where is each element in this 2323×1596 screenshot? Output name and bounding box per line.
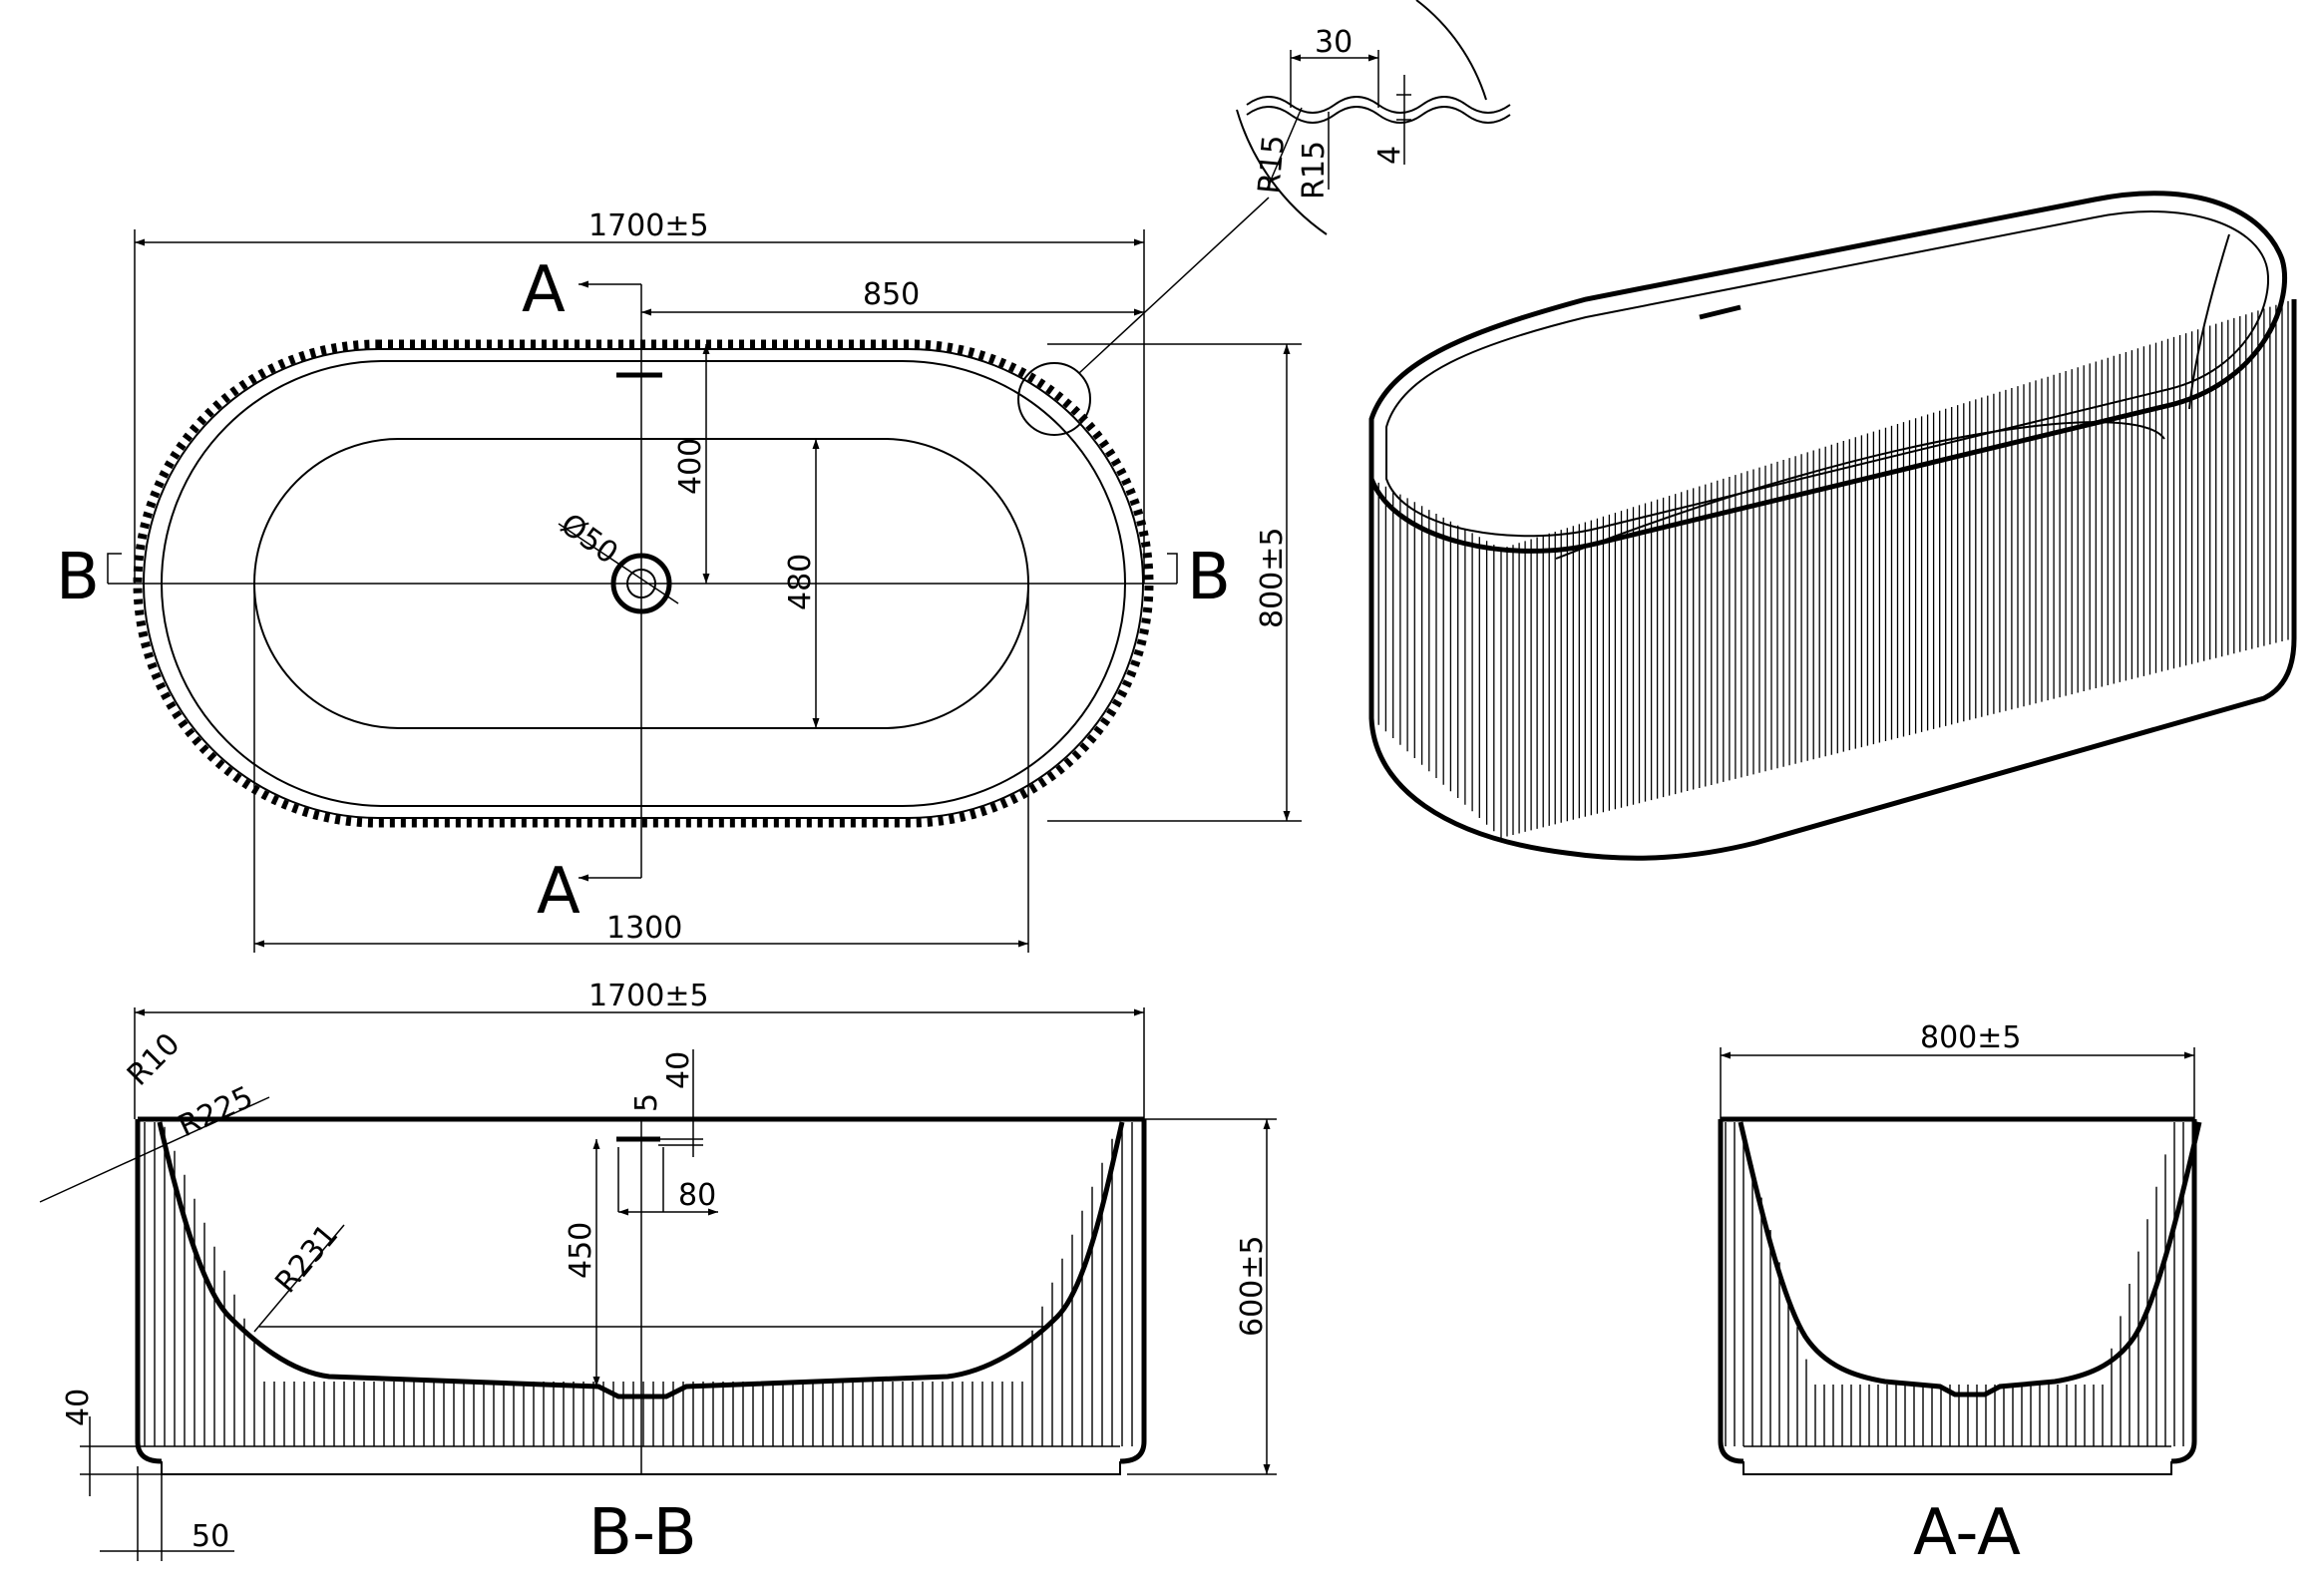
bb-dim-length: 1700±5	[588, 979, 709, 1013]
bb-outer-left	[135, 1119, 163, 1464]
section-mark-b-right: B	[1187, 541, 1231, 614]
aa-inner-profile	[1738, 1121, 2202, 1397]
bb-dim-overflow-gap: 5	[629, 1093, 664, 1112]
drain-inner	[626, 569, 656, 598]
section-bb-title: B-B	[588, 1496, 697, 1570]
bb-dim-base-inset: 50	[192, 1519, 229, 1554]
bb-inner-profile	[157, 1121, 1125, 1399]
section-mark-a-top: A	[522, 253, 566, 327]
outer-rim-scallop	[133, 339, 1154, 828]
tub-bottom-outline	[1555, 421, 2165, 560]
tub-rim-outer	[1368, 191, 2288, 554]
top-view: A A B B Ø50 1700±5 850 800±5 400	[56, 197, 1302, 953]
bb-dim-inner-depth: 450	[564, 1222, 598, 1279]
section-mark-a-bottom: A	[537, 855, 581, 929]
flute-profile-bottom	[1246, 106, 1511, 124]
bb-dim-overflow-width: 80	[678, 1178, 716, 1213]
bb-dim-height: 600±5	[1235, 1236, 1270, 1337]
dim-inner-length: 1300	[606, 911, 682, 946]
bb-radius-bottom: R231	[268, 1218, 345, 1300]
flute-detail: 30 R15 R15 4	[1236, 0, 1511, 235]
detail-arc-top	[1415, 0, 1487, 101]
tub-base-curve	[1368, 299, 2297, 861]
section-aa-title: A-A	[1913, 1496, 2021, 1570]
aa-dim-width: 800±5	[1920, 1020, 2021, 1055]
detail-radius-inner: R15	[1297, 141, 1332, 200]
aa-outer-left	[1718, 1119, 1744, 1464]
aa-outer-right	[2170, 1119, 2197, 1464]
tub-rim-inner	[1385, 210, 2269, 538]
bb-dim-overflow-top: 40	[661, 1051, 696, 1089]
detail-radius-outer: R15	[1252, 134, 1292, 196]
section-mark-b-left: B	[56, 541, 100, 614]
bb-outer-right	[1119, 1119, 1147, 1464]
section-bb: 1700±5 600±5 450 40 5 80 R10 R225 R231 4…	[39, 979, 1277, 1570]
detail-pitch-label: 30	[1315, 25, 1353, 60]
detail-callout-circle	[1017, 362, 1091, 436]
detail-depth-label: 4	[1372, 146, 1407, 165]
dim-drain-offset: 400	[673, 438, 708, 495]
inner-side-curve	[2188, 233, 2230, 410]
drain-outer	[610, 553, 672, 614]
dim-inner-width: 480	[783, 554, 818, 610]
detail-leader	[1078, 197, 1270, 374]
overflow-3d	[1699, 304, 1742, 320]
bb-radius-side: R225	[174, 1080, 259, 1145]
perspective-view	[1368, 191, 2297, 861]
bb-dim-base-height: 40	[61, 1389, 96, 1426]
dim-width: 800±5	[1255, 528, 1290, 628]
aa-base	[1742, 1461, 2172, 1475]
dim-half-length: 850	[863, 277, 920, 312]
dim-length-top: 1700±5	[588, 208, 709, 243]
bb-radius-edge: R10	[121, 1026, 187, 1092]
fluted-wall	[1370, 299, 2295, 838]
section-aa: 800±5 A-A	[1718, 1020, 2202, 1570]
drain-diameter-label: Ø50	[554, 507, 624, 572]
aa-flutes	[1725, 1122, 2184, 1446]
